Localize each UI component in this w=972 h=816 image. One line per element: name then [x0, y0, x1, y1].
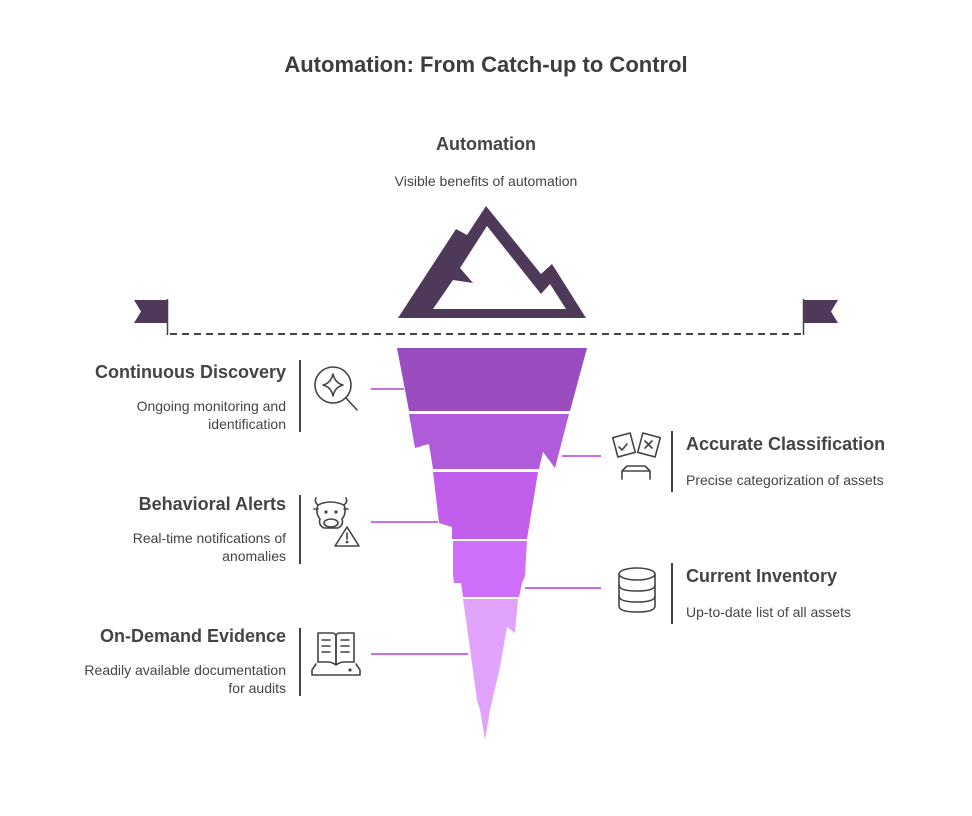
connectors — [371, 388, 601, 655]
continuous-discovery-description: Ongoing monitoring and identification — [137, 397, 286, 433]
mountain-icon — [398, 206, 586, 318]
top-description: Visible benefits of automation — [394, 173, 578, 189]
top-heading: Automation — [436, 134, 536, 154]
behavioral-alerts-description: Real-time notifications of anomalies — [133, 529, 286, 565]
open-book-icon — [311, 632, 361, 676]
iceberg-band-4 — [453, 541, 527, 597]
left-flag-icon — [134, 300, 167, 323]
iceberg-band-2 — [409, 414, 569, 469]
accurate-classification-heading: Accurate Classification — [686, 434, 886, 454]
description-line: identification — [208, 416, 286, 432]
on-demand-evidence-description: Readily available documentation for audi… — [84, 661, 286, 697]
iceberg-band-5 — [463, 599, 518, 740]
description-line: anomalies — [222, 548, 286, 564]
continuous-discovery-heading: Continuous Discovery — [94, 362, 286, 382]
on-demand-evidence-heading: On-Demand Evidence — [99, 626, 286, 646]
accurate-classification-description: Precise categorization of assets — [686, 472, 884, 488]
current-inventory-heading: Current Inventory — [686, 566, 838, 586]
behavioral-alerts-heading: Behavioral Alerts — [138, 494, 286, 514]
description-line: Ongoing monitoring and — [136, 398, 286, 414]
description-line: Real-time notifications of — [132, 530, 286, 546]
description-line: Readily available documentation — [84, 662, 286, 678]
description-line: for audits — [228, 680, 286, 696]
cow-warning-icon — [313, 497, 360, 547]
database-icon — [618, 567, 656, 613]
iceberg-band-3 — [433, 472, 538, 539]
page-title: Automation: From Catch-up to Control — [284, 52, 688, 77]
iceberg-band-1 — [397, 348, 587, 411]
sparkle-search-icon — [314, 366, 358, 411]
right-flag-icon — [804, 300, 838, 323]
current-inventory-description: Up-to-date list of all assets — [686, 604, 851, 620]
classification-cards-icon — [611, 432, 662, 480]
